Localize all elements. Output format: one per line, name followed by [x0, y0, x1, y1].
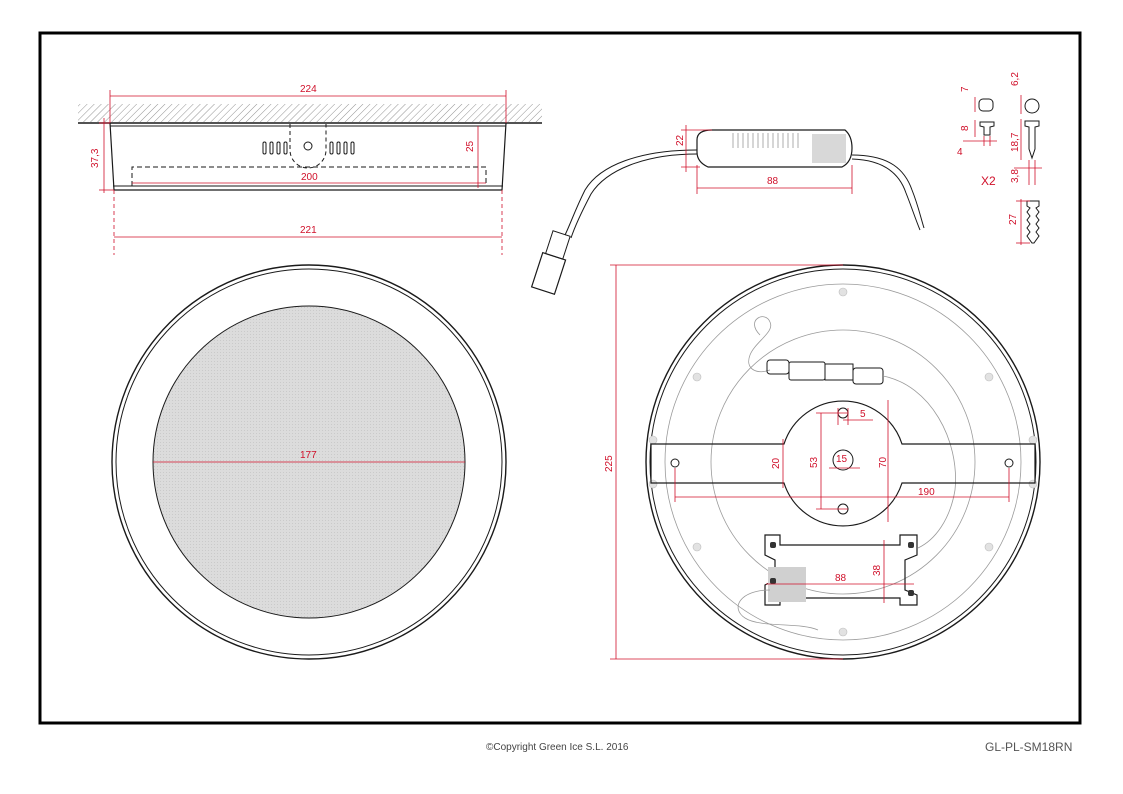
dim-plug-diameter: 3,8 — [1010, 169, 1021, 183]
dim-inner-width: 200 — [301, 172, 318, 183]
model-number: GL-PL-SM18RN — [985, 740, 1073, 754]
front-view: 177 — [111, 264, 507, 660]
ceiling-hatch — [78, 104, 542, 122]
dim-back-driver-height: 38 — [872, 564, 883, 576]
driver-view: 22 88 — [530, 125, 925, 296]
dim-plug-total: 27 — [1008, 213, 1019, 225]
dim-plug-head: 6,2 — [1010, 72, 1021, 86]
dim-bracket-width: 20 — [771, 457, 782, 469]
dim-bracket-length: 190 — [918, 487, 935, 498]
dim-plate-diameter: 70 — [878, 456, 889, 468]
back-view: 225 5 20 53 15 70 190 88 38 — [604, 264, 1041, 660]
drawing-frame — [38, 31, 1082, 725]
dim-screw-diameter: 4 — [957, 147, 963, 158]
vent-slots-left — [262, 141, 288, 155]
dim-body-height: 25 — [465, 140, 476, 152]
dim-outer-diameter: 225 — [604, 455, 615, 472]
side-section-view: 224 37,3 25 200 221 — [78, 84, 542, 255]
quantity-label: X2 — [981, 174, 996, 188]
dim-screw-length: 8 — [960, 125, 971, 131]
dim-hole-diameter: 5 — [860, 409, 866, 420]
dim-total-height: 37,3 — [90, 148, 101, 168]
dim-plug-length: 18,7 — [1010, 132, 1021, 152]
dim-center-hole: 15 — [836, 454, 848, 465]
dim-diffuser: 177 — [300, 450, 317, 461]
dim-driver-height: 22 — [675, 134, 686, 146]
dim-cutout: 221 — [300, 225, 317, 236]
dim-top-width: 224 — [300, 84, 317, 95]
fasteners: 7 8 4 6,2 18,7 3,8 X2 27 — [957, 72, 1042, 245]
dim-back-driver-length: 88 — [835, 573, 847, 584]
copyright-notice: ©Copyright Green Ice S.L. 2016 — [486, 742, 629, 753]
dim-hole-spacing: 53 — [809, 456, 820, 468]
dim-screw-head: 7 — [960, 86, 971, 92]
vent-slots-right — [329, 141, 355, 155]
dim-driver-length: 88 — [767, 176, 779, 187]
